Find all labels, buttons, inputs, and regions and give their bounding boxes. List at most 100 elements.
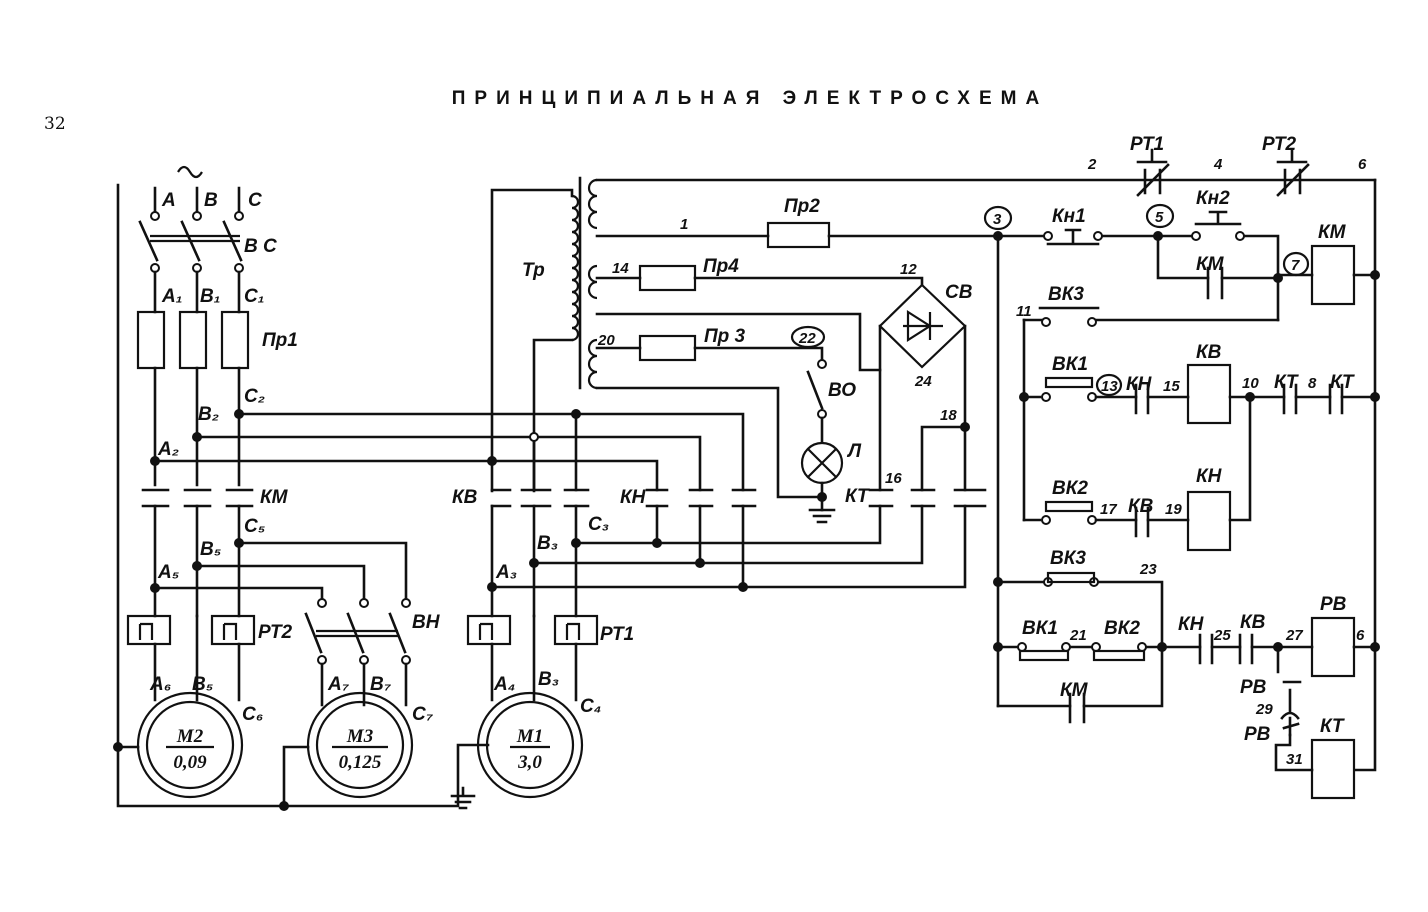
wire-27: 27 <box>1285 627 1303 644</box>
fuse-pr1-label: Пр1 <box>262 330 298 351</box>
wire-10: 10 <box>1242 375 1259 392</box>
wire-7: 7 <box>1291 257 1300 274</box>
label-a5: A₅ <box>157 562 180 583</box>
kv-label: КВ <box>452 487 478 508</box>
phase-a-label: A <box>161 190 176 211</box>
bus-lines <box>150 409 745 492</box>
rt2-contact-label: РТ2 <box>1262 134 1297 155</box>
wire-6-lower: 6 <box>1356 627 1365 644</box>
label-a7: A₇ <box>327 674 350 695</box>
label-a6: A₆ <box>149 674 171 695</box>
transformer: Тр <box>490 176 598 493</box>
motor-m3: M3 0,125 <box>279 691 414 811</box>
kn-contact-label: КН <box>1126 374 1153 395</box>
coil-kt <box>1310 738 1356 800</box>
kt-contact-label-2: КТ <box>1330 372 1355 393</box>
coil-kn-label: КН <box>1196 466 1223 487</box>
wire-20: 20 <box>597 332 615 349</box>
label-a1: A₁ <box>161 286 182 307</box>
motor-m1-power: 3,0 <box>517 752 542 773</box>
wire-21: 21 <box>1069 627 1087 644</box>
ground-symbol <box>450 786 476 810</box>
coil-kn <box>1186 490 1232 552</box>
label-b1: B₁ <box>200 286 220 307</box>
km-self-hold-label: КМ <box>1196 254 1225 275</box>
fuse-pr4 <box>638 264 697 292</box>
vk3-label: ВК3 <box>1048 284 1084 305</box>
thermal-relay-rt2: РТ2 A₆ B₅ C₆ <box>126 614 293 725</box>
kn2-label: Кн2 <box>1196 188 1230 209</box>
rv-contact-label-1: РВ <box>1240 677 1267 698</box>
kv-contact-label: КВ <box>1128 496 1154 517</box>
thermal-relay-rt1: РТ1 A₄ B₃ C₄ <box>466 614 634 717</box>
switch-vo-label: ВО <box>828 380 856 401</box>
vk2-lower-label: ВК2 <box>1104 618 1140 639</box>
wire-6: 6 <box>1358 156 1367 173</box>
kt-power-label: КТ <box>845 486 870 507</box>
kt-contact-label-1: КТ <box>1274 372 1299 393</box>
km-lower-label: КМ <box>1060 680 1089 701</box>
rt2-label: РТ2 <box>258 622 293 643</box>
motor-m2-name: M2 <box>176 726 204 747</box>
coil-kv-label: КВ <box>1196 342 1222 363</box>
coil-kv <box>1186 363 1232 425</box>
motor-m3-power: 0,125 <box>339 752 382 773</box>
motor-m3-name: M3 <box>346 726 373 747</box>
phase-b-label: B <box>204 190 218 211</box>
label-c2: C₂ <box>244 386 265 407</box>
motor-m1-name: M1 <box>516 726 543 747</box>
rt1-contact-label: РТ1 <box>1130 134 1164 155</box>
coil-km-label: КМ <box>1318 222 1347 243</box>
wire-25: 25 <box>1213 627 1231 644</box>
label-a3: A₃ <box>495 562 517 583</box>
fuse-pr1-a <box>136 310 166 370</box>
fuse-pr3 <box>638 334 697 362</box>
vk1-label: ВК1 <box>1052 354 1088 375</box>
wire-22: 22 <box>798 330 816 347</box>
label-a2: A₂ <box>157 439 179 460</box>
label-c7: C₇ <box>412 704 434 725</box>
label-c4: C₄ <box>580 696 601 717</box>
fuse-pr4-label: Пр4 <box>703 256 739 277</box>
wire-19: 19 <box>1165 501 1182 518</box>
rt1-label: РТ1 <box>600 624 634 645</box>
rectifier-label: СВ <box>945 282 973 303</box>
label-b4: B₃ <box>538 669 559 690</box>
fuse-pr3-label: Пр 3 <box>704 326 746 347</box>
kn1-label: Кн1 <box>1052 206 1086 227</box>
wire-17: 17 <box>1100 501 1117 518</box>
page-number: 32 <box>44 114 66 134</box>
vk2-label: ВК2 <box>1052 478 1088 499</box>
vn-label: ВН <box>412 612 441 633</box>
vk3-lower-label: ВК3 <box>1050 548 1086 569</box>
label-c6: C₆ <box>242 704 263 725</box>
label-b5: B₅ <box>200 539 222 560</box>
vk1-lower-label: ВК1 <box>1022 618 1058 639</box>
km-label: КМ <box>260 487 289 508</box>
ac-symbol <box>177 165 203 179</box>
label-b6: B₅ <box>192 674 214 695</box>
wire-29: 29 <box>1255 701 1273 718</box>
coil-km <box>1310 244 1356 306</box>
label-c3: C₃ <box>588 514 609 535</box>
label-c1: C₁ <box>244 286 264 307</box>
fuse-pr1-b <box>178 310 208 370</box>
wire-2: 2 <box>1087 156 1097 173</box>
fuse-pr1-c <box>220 310 250 370</box>
switch-vn: ВН A₇ B₇ C₇ <box>304 612 441 725</box>
motor-m1: M1 3,0 <box>476 691 584 799</box>
power-supply: A B C В С A₁ B₁ C₁ Пр1 C₂ B₂ A₂ <box>116 165 490 808</box>
coil-kt-label: КТ <box>1320 716 1345 737</box>
lamp-label: Л <box>846 441 862 462</box>
wire-11: 11 <box>1016 303 1032 320</box>
motor-m2: M2 0,09 <box>113 691 244 799</box>
wire-24: 24 <box>914 373 932 390</box>
rectifier-sv <box>878 283 967 369</box>
kv-lower-label: КВ <box>1240 612 1266 633</box>
label-c5: C₅ <box>244 516 266 537</box>
label-b3: B₃ <box>537 533 558 554</box>
coil-rv-label: РВ <box>1320 594 1347 615</box>
wire-16: 16 <box>885 470 902 487</box>
kn-label: КН <box>620 487 647 508</box>
